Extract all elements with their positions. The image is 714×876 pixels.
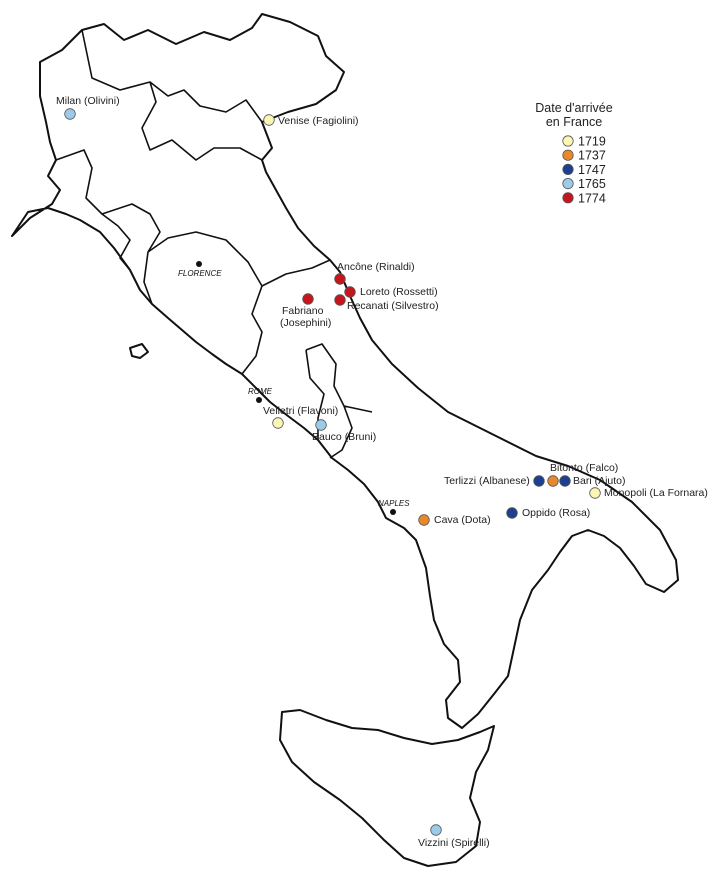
place-bauco: Bauco (Bruni)	[312, 419, 376, 443]
city-dot-rome	[256, 397, 262, 403]
legend-swatch-1747	[562, 163, 574, 175]
place-marker-bauco	[315, 419, 327, 431]
place-label-cava: Cava (Dota)	[434, 514, 491, 526]
legend-label-1719: 1719	[578, 135, 606, 149]
city-dot-florence	[196, 261, 202, 267]
place-velletri: Velletri (Flavoni)	[263, 405, 338, 429]
place-milan: Milan (Olivini)	[56, 95, 120, 120]
place-label-bitonto: Bitonto (Falco)	[550, 462, 618, 474]
legend: Date d'arrivée en France 171917371747176…	[535, 101, 612, 205]
place-label-ancône: Ancône (Rinaldi)	[337, 261, 415, 273]
place-label-fabriano-line2: (Josephini)	[280, 317, 331, 329]
city-naples: NAPLES	[378, 499, 410, 515]
place-fabriano: Fabriano(Josephini)	[280, 293, 331, 329]
legend-label-1774: 1774	[578, 191, 606, 205]
place-marker-terlizzi	[533, 475, 545, 487]
italy-mainland	[11, 13, 679, 729]
legend-label-1747: 1747	[578, 163, 606, 177]
place-marker-bari	[559, 475, 571, 487]
place-terlizzi: Terlizzi (Albanese)	[444, 475, 545, 487]
place-cava: Cava (Dota)	[418, 514, 491, 526]
place-ancône: Ancône (Rinaldi)	[334, 261, 415, 285]
place-label-oppido: Oppido (Rosa)	[522, 507, 590, 519]
place-label-milan: Milan (Olivini)	[56, 95, 120, 107]
place-label-bari: Bari (Ajuto)	[573, 475, 626, 487]
place-marker-venise	[263, 114, 275, 126]
legend-swatch-1774	[562, 192, 574, 204]
small-island	[129, 343, 149, 359]
place-marker-fabriano	[302, 293, 314, 305]
place-recanati: Recanati (Silvestro)	[334, 294, 439, 312]
legend-label-1765: 1765	[578, 177, 606, 191]
place-label-terlizzi: Terlizzi (Albanese)	[444, 475, 530, 487]
place-marker-bitonto	[547, 475, 559, 487]
place-marker-ancône	[334, 273, 346, 285]
place-vizzini: Vizzini (Spirelli)	[418, 824, 490, 849]
city-florence: FLORENCE	[178, 261, 222, 278]
city-dot-naples	[390, 509, 396, 515]
place-loreto: Loreto (Rossetti)	[344, 286, 438, 298]
place-label-bauco: Bauco (Bruni)	[312, 431, 376, 443]
place-oppido: Oppido (Rosa)	[506, 507, 590, 519]
place-label-loreto: Loreto (Rossetti)	[360, 286, 438, 298]
legend-swatch-1765	[562, 178, 574, 190]
city-rome: ROME	[248, 387, 273, 403]
place-markers: Milan (Olivini) Venise (Fagiolini) Ancône …	[56, 95, 708, 849]
place-marker-recanati	[334, 294, 346, 306]
place-label-venise: Venise (Fagiolini)	[278, 115, 359, 127]
city-label-florence: FLORENCE	[178, 269, 222, 278]
place-bari: Bari (Ajuto)	[559, 475, 626, 487]
place-marker-monopoli	[589, 487, 601, 499]
legend-title-line1: Date d'arrivée	[535, 101, 612, 115]
place-marker-velletri	[272, 417, 284, 429]
place-monopoli: Monopoli (La Fornara)	[589, 487, 708, 499]
city-label-rome: ROME	[248, 387, 273, 396]
place-marker-milan	[64, 108, 76, 120]
legend-title-line2: en France	[546, 115, 602, 129]
place-label-vizzini: Vizzini (Spirelli)	[418, 837, 490, 849]
legend-label-1737: 1737	[578, 149, 606, 163]
state-borders	[55, 29, 373, 459]
place-label-recanati: Recanati (Silvestro)	[347, 300, 439, 312]
place-marker-oppido	[506, 507, 518, 519]
place-label-velletri: Velletri (Flavoni)	[263, 405, 338, 417]
legend-swatch-1737	[562, 149, 574, 161]
place-label-fabriano: Fabriano	[282, 305, 324, 317]
place-marker-loreto	[344, 286, 356, 298]
legend-swatch-1719	[562, 135, 574, 147]
place-bitonto: Bitonto (Falco)	[547, 462, 618, 487]
place-marker-cava	[418, 514, 430, 526]
place-marker-vizzini	[430, 824, 442, 836]
city-label-naples: NAPLES	[378, 499, 410, 508]
place-label-monopoli: Monopoli (La Fornara)	[604, 487, 708, 499]
place-venise: Venise (Fagiolini)	[263, 114, 359, 127]
